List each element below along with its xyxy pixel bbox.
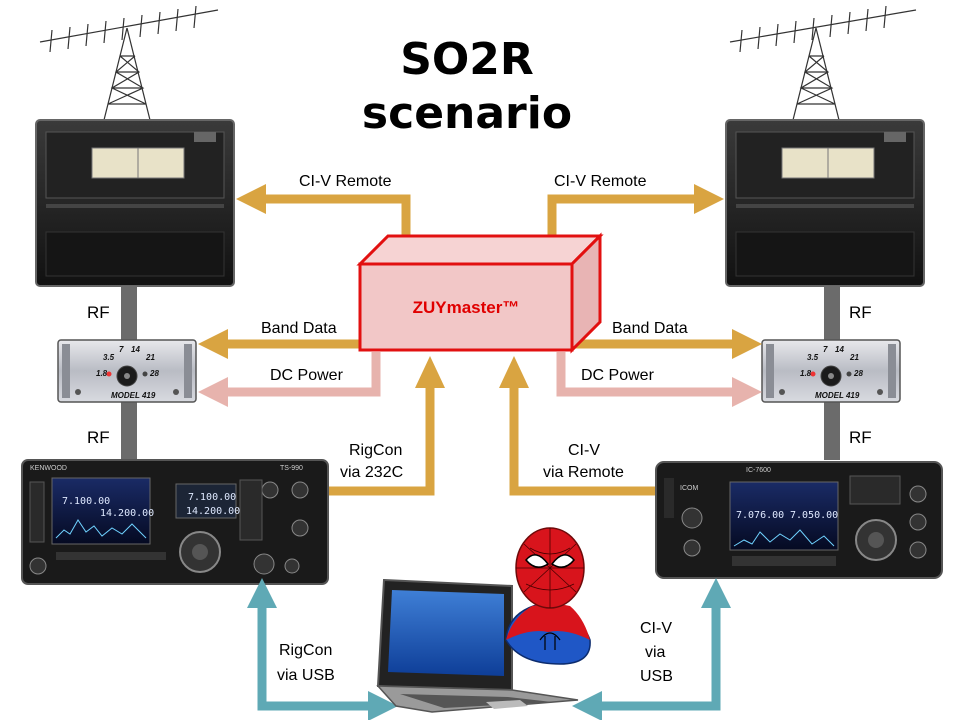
arrowhead	[732, 377, 762, 407]
switch-band-label: 3.5	[807, 353, 819, 362]
zuymaster-label: ZUYmaster™	[413, 298, 520, 317]
civ-via-remote-label: via Remote	[543, 464, 624, 481]
arrowhead	[701, 578, 731, 608]
rf-label-right-bottom: RF	[849, 428, 872, 447]
antenna-tower-icon	[729, 5, 917, 121]
rf-label-left-bottom: RF	[87, 428, 110, 447]
rf-cable	[121, 286, 137, 340]
switch-band-label: 28	[149, 369, 159, 378]
rigcon-usb-label: via USB	[277, 667, 335, 684]
switch-band-label: 21	[849, 353, 859, 362]
zuymaster-box: ZUYmaster™	[356, 232, 604, 354]
rf-cable	[824, 400, 840, 460]
radio-model: TS-990	[280, 465, 303, 472]
switch-band-label: 14	[835, 345, 844, 354]
rf-cable	[121, 400, 137, 460]
arrowhead	[694, 184, 724, 214]
transceiver-icon: ICOM IC-7600 7.076.00 7.050.00	[655, 461, 943, 579]
radio-model: IC-7600	[746, 467, 771, 474]
arrowhead	[499, 356, 529, 388]
dc-power-right-arrow	[556, 352, 734, 397]
civ-usb-arrow	[598, 604, 721, 711]
radio-freq-a-sub: 7.100.00	[188, 492, 236, 503]
rigcon-232c-label: via 232C	[340, 464, 403, 481]
arrowhead	[415, 356, 445, 388]
civ-remote-right-label: CI-V Remote	[554, 173, 647, 190]
radio-brand: KENWOOD	[30, 465, 67, 472]
radio-freq-b: 14.200.00	[100, 508, 154, 519]
civ-remote-left-arrow	[262, 194, 411, 236]
switch-band-label: 7	[823, 345, 828, 354]
band-data-right-label: Band Data	[612, 320, 688, 337]
rf-label-left-top: RF	[87, 303, 110, 322]
switch-band-label: 1.8	[800, 369, 812, 378]
page-title-line2: scenario	[362, 88, 572, 139]
switch-model-label: MODEL 419	[815, 391, 860, 400]
switch-band-label: 14	[131, 345, 140, 354]
switch-band-label: 21	[145, 353, 155, 362]
switch-band-label: 28	[853, 369, 863, 378]
dc-power-left-label: DC Power	[270, 367, 344, 384]
antenna-switch-icon: 3.5 7 14 21 1.8 28 MODEL 419	[761, 339, 901, 403]
radio-freq-b-sub: 14.200.00	[186, 506, 240, 517]
arrowhead	[198, 329, 228, 359]
civ-remote-left-label: CI-V Remote	[299, 173, 392, 190]
rf-cable	[824, 286, 840, 340]
spiderman-avatar-icon	[505, 527, 591, 665]
rigcon-usb-arrow	[257, 604, 372, 711]
radio-freq-a: 7.076.00	[736, 510, 784, 521]
switch-band-label: 7	[119, 345, 124, 354]
amplifier-icon	[725, 119, 925, 287]
radio-brand: ICOM	[680, 485, 698, 492]
switch-band-label: 3.5	[103, 353, 115, 362]
civ-usb-label: via	[645, 644, 666, 661]
arrowhead	[247, 578, 277, 608]
arrowhead	[368, 691, 398, 720]
civ-remote-right-arrow	[547, 194, 698, 236]
arrowhead	[198, 377, 228, 407]
transceiver-icon: KENWOOD TS-990 7.100.00 14.200.00 7.100.…	[21, 459, 329, 585]
switch-band-label: 1.8	[96, 369, 108, 378]
rigcon-232c-label: RigCon	[349, 442, 402, 459]
laptop-icon	[376, 578, 579, 713]
band-data-left-label: Band Data	[261, 320, 337, 337]
switch-model-label: MODEL 419	[111, 391, 156, 400]
arrowhead	[572, 691, 602, 720]
arrowhead	[732, 329, 762, 359]
radio-freq-a: 7.100.00	[62, 496, 110, 507]
civ-usb-label: CI-V	[640, 620, 672, 637]
civ-usb-label: USB	[640, 668, 673, 685]
dc-power-left-arrow	[226, 352, 381, 397]
radio-freq-b: 7.050.00	[790, 510, 838, 521]
civ-via-remote-label: CI-V	[568, 442, 600, 459]
rigcon-usb-label: RigCon	[279, 642, 332, 659]
arrowhead	[236, 184, 266, 214]
rf-label-right-top: RF	[849, 303, 872, 322]
rigcon-232c-arrow	[326, 386, 435, 496]
antenna-tower-icon	[39, 5, 219, 121]
dc-power-right-label: DC Power	[581, 367, 655, 384]
antenna-switch-icon: 3.5 7 14 21 1.8 28 MODEL 419	[57, 339, 197, 403]
civ-via-remote-arrow	[509, 386, 658, 496]
amplifier-icon	[35, 119, 235, 287]
page-title-line1: SO2R	[400, 34, 534, 85]
